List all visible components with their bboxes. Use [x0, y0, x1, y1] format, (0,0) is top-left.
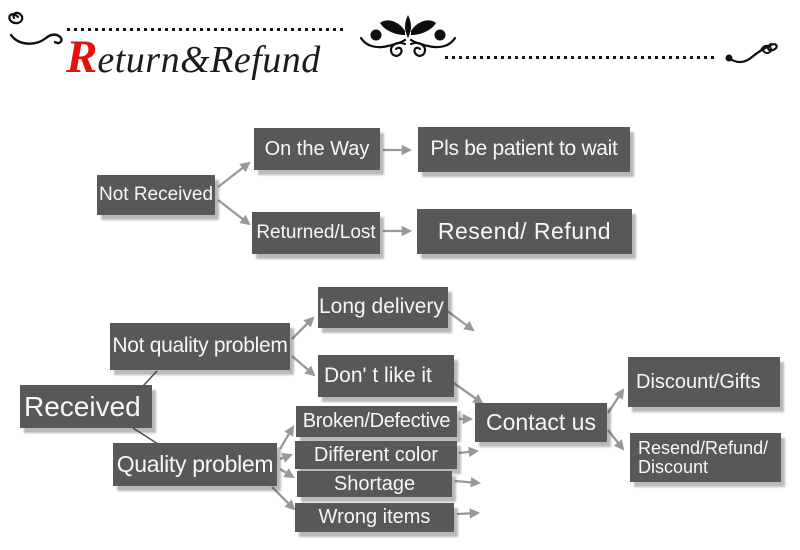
node-contact-us: Contact us	[475, 403, 607, 442]
node-received: Received	[20, 385, 152, 428]
title-initial-letter: R	[66, 31, 98, 83]
resend-refund-discount-line1: Resend/Refund/	[638, 437, 769, 458]
arrow-contact-resenddiscount	[607, 429, 625, 451]
dotted-divider-left	[67, 28, 346, 31]
arrow-quality-broken	[279, 425, 295, 450]
arrow-differentcolor-contact	[458, 446, 480, 458]
node-not-quality-problem: Not quality problem	[110, 323, 290, 370]
left-flourish-icon	[8, 11, 63, 45]
node-not-received: Not Received	[97, 175, 215, 215]
arrow-quality-differentcolor	[279, 452, 293, 463]
arrow-shortage-contact	[454, 477, 482, 488]
title-rest: eturn&Refund	[97, 39, 321, 81]
arrow-longdelivery-out	[445, 309, 475, 332]
arrow-notquality-dontlike	[291, 355, 316, 377]
node-dont-like-it: Don' t like it	[318, 355, 454, 397]
floral-ornament-icon	[360, 15, 456, 57]
node-resend-refund: Resend/ Refund	[417, 209, 632, 254]
node-shortage: Shortage	[297, 471, 452, 497]
node-wrong-items: Wrong items	[295, 503, 454, 532]
node-discount-gifts: Discount/Gifts	[628, 357, 780, 407]
arrow-notreceived-returnedlost	[217, 199, 251, 226]
node-returned-lost: Returned/Lost	[252, 212, 380, 254]
arrow-contact-discountgifts	[607, 388, 625, 414]
arrow-wrongitems-contact	[456, 508, 481, 519]
dotted-divider-right	[445, 56, 718, 59]
page-title: Return&Refund	[66, 34, 321, 81]
node-on-the-way: On the Way	[254, 128, 380, 170]
node-pls-be-patient: Pls be patient to wait	[418, 127, 630, 172]
line-received-quality	[132, 427, 159, 445]
node-quality-problem: Quality problem	[113, 443, 277, 486]
node-different-color: Different color	[295, 441, 457, 469]
node-long-delivery: Long delivery	[318, 287, 448, 328]
arrow-notreceived-ontheway	[217, 161, 251, 188]
arrow-notquality-longdelivery	[291, 316, 315, 340]
node-broken-defective: Broken/Defective	[296, 406, 457, 437]
arrow-dontlike-contact	[450, 380, 484, 405]
node-resend-refund-discount: Resend/Refund/ Discount	[630, 433, 781, 482]
arrow-quality-shortage	[279, 468, 295, 479]
resend-refund-discount-line2: Discount	[638, 456, 709, 477]
right-flourish-icon	[725, 42, 778, 64]
line-received-notquality	[142, 370, 158, 387]
arrow-quality-wrongitems	[271, 486, 296, 511]
